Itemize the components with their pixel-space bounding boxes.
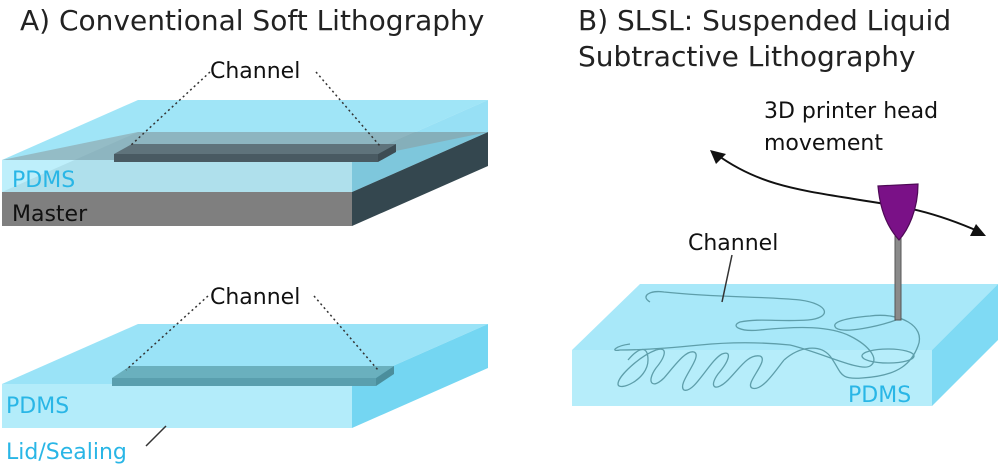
slsl-channel-label: Channel [688,231,778,256]
master-front-face [2,192,352,226]
channel-top [114,144,396,154]
channel-loop-ellipse [861,348,915,364]
slsl-pdms-side-face [932,284,998,406]
channel-meander-upper [614,290,875,368]
slsl-pdms-label: PDMS [848,383,911,408]
master-side-face [352,132,488,226]
channel-leader-left-2 [125,295,209,371]
channel-leader-right-2 [313,295,379,371]
pdms-front-face-2 [2,384,352,428]
channel-front [114,154,378,162]
channel-top-2 [112,366,394,378]
channel-front-2 [112,378,376,386]
slsl-pdms-top-face [572,284,998,350]
slsl-channel-leader [721,254,733,303]
lid-sealing-label: Lid/Sealing [6,440,127,465]
lid-leader [145,425,167,447]
nozzle-body [877,183,919,241]
slsl-pdms-block [572,284,998,406]
master-label: Master [12,202,88,227]
channel-side-2 [376,366,394,386]
panel-a-title: A) Conventional Soft Lithography [20,4,484,37]
arrowhead-left-icon [710,150,726,164]
needle-shaft [894,235,902,321]
movement-label-line1: 3D printer head [764,99,938,124]
slsl-channel-path [614,290,921,391]
slsl-pdms-front-face [572,350,932,406]
panel-b-title-line1: B) SLSL: Suspended Liquid [578,4,951,37]
printer-nozzle-icon [877,183,919,321]
top-pdms-label: PDMS [12,168,75,193]
top-channel-label: Channel [210,59,300,84]
bottom-stack: Channel PDMS Lid/Sealing [2,285,488,465]
pdms-front-face [2,160,352,192]
channel-meander-lower [617,348,785,391]
top-stack: Channel PDMS Master [2,59,488,227]
channel-leader-left [129,71,211,147]
arrowhead-right-icon [970,224,986,236]
channel-leader-right [315,71,381,147]
channel-side [378,144,396,162]
movement-label-line2: movement [764,131,883,156]
channel-spiral-right [783,314,921,379]
panel-b-title-line2: Subtractive Lithography [578,40,916,73]
movement-arrow-curve [715,153,981,233]
bottom-pdms-label: PDMS [6,394,69,419]
bottom-channel-label: Channel [210,285,300,310]
pdms-side-face-2 [352,324,488,428]
